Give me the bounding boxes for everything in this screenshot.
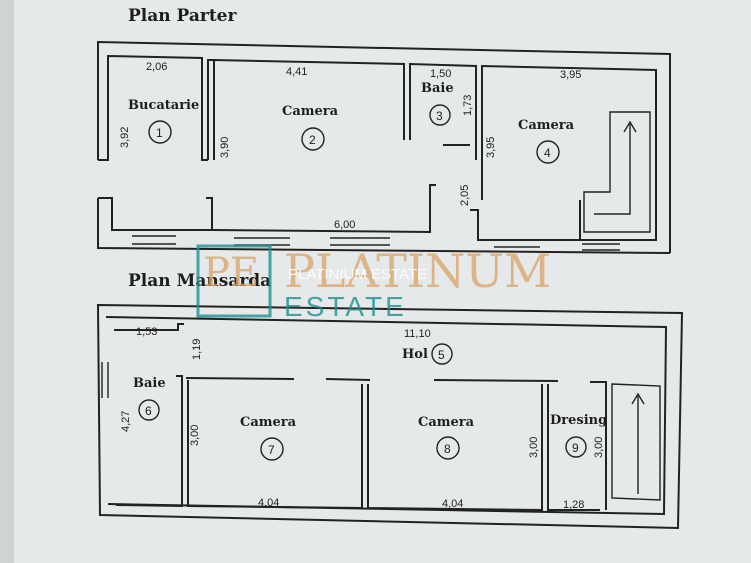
room-3-label: Baie: [421, 81, 454, 96]
room-7-height: 3,00: [189, 425, 201, 446]
room-4-width: 3,95: [560, 69, 581, 81]
watermark-brand-big: PLATINUM: [284, 244, 551, 298]
attic-floor-walls: [96, 303, 684, 530]
binding-shadow: [0, 0, 14, 563]
corridor-width: 6,00: [334, 219, 355, 231]
room-5-marker: [431, 343, 453, 365]
room-7-label: Camera: [240, 415, 297, 430]
room-5-number: 5: [438, 348, 445, 362]
room-5-height: 1,19: [191, 339, 203, 360]
room-9-height: 3,00: [593, 437, 605, 458]
room-8-marker: [436, 436, 460, 460]
room-6-height: 4,27: [120, 411, 132, 432]
room-7-number: 7: [268, 443, 275, 457]
room-8-width: 4,04: [442, 498, 463, 510]
room-1-marker: [148, 120, 172, 144]
room-1-number: 1: [156, 126, 163, 140]
room-9-marker: [565, 436, 587, 458]
room-1-width: 2,06: [146, 61, 167, 73]
room-3-width: 1,50: [430, 68, 451, 80]
room-9-number: 9: [572, 441, 579, 455]
room-9-label: Dresing: [550, 413, 607, 428]
room-3-marker: [429, 104, 451, 126]
room-7-marker: [260, 437, 284, 461]
room-3-height: 1,73: [462, 95, 474, 116]
room-1-label: Bucatarie: [128, 98, 199, 113]
room-2-marker: [301, 127, 325, 151]
room-6-marker: [138, 399, 160, 421]
room-2-height: 3,90: [219, 137, 231, 158]
room-4-height: 3,95: [485, 137, 497, 158]
room-1-height: 3,92: [119, 127, 131, 148]
room-4-marker: [536, 140, 560, 164]
room-4-label: Camera: [518, 118, 575, 133]
room-2-label: Camera: [282, 104, 339, 119]
ground-plan-title: Plan Parter: [128, 6, 238, 26]
ground-floor-walls: [97, 40, 671, 254]
room-9-width: 1,28: [563, 499, 584, 511]
watermark-brand-estate: ESTATE: [284, 291, 407, 322]
room-8-number: 8: [444, 442, 451, 456]
watermark-brand-line: PLATINIUM ESTATE: [288, 266, 427, 283]
room-5-width: 11,10: [404, 328, 431, 340]
room-3-number: 3: [436, 109, 443, 123]
room-2-number: 2: [309, 133, 316, 147]
room-6-width: 1,53: [136, 326, 157, 338]
watermark-frame-icon: [196, 244, 272, 318]
watermark-logo: PE PLATINUM PLATINIUM ESTATE ESTATE: [196, 244, 551, 322]
room-8-label: Camera: [418, 415, 475, 430]
corridor-height: 2,05: [459, 185, 471, 206]
attic-plan-title: Plan Mansarda: [128, 271, 271, 291]
room-6-label: Baie: [133, 376, 166, 391]
watermark-monogram-icon: PE: [203, 250, 259, 296]
room-8-height: 3,00: [528, 437, 540, 458]
room-2-width: 4,41: [286, 66, 307, 78]
room-5-label: Hol: [402, 347, 428, 362]
room-4-number: 4: [544, 146, 551, 160]
room-6-number: 6: [145, 404, 152, 418]
room-7-width: 4,04: [258, 497, 279, 509]
